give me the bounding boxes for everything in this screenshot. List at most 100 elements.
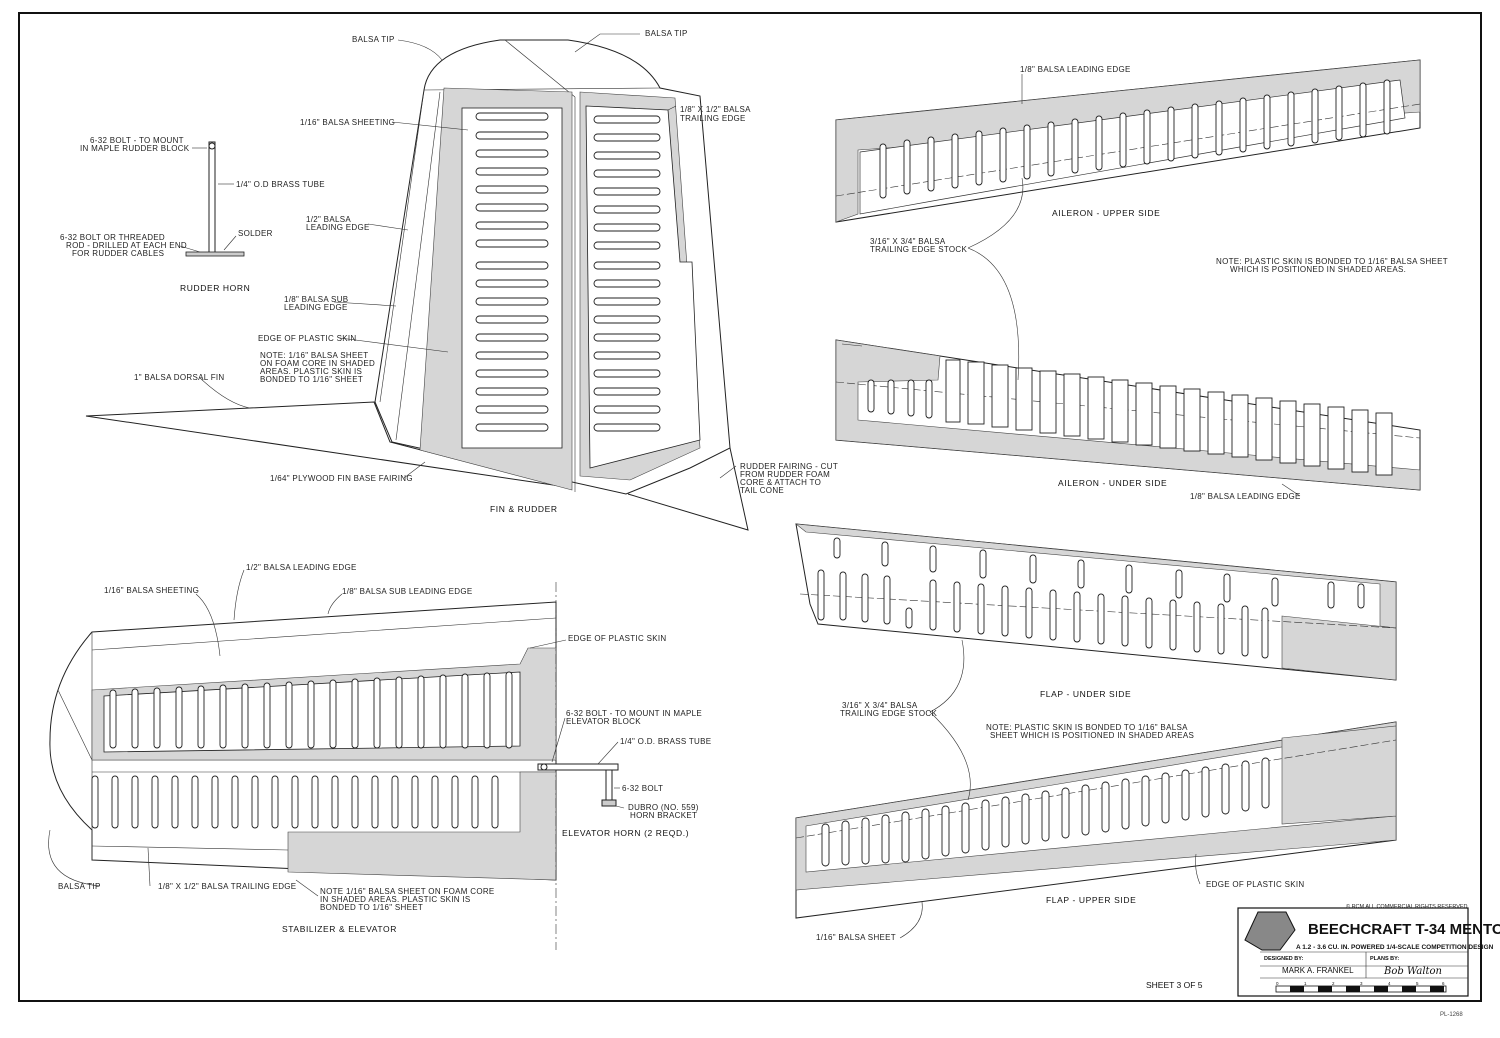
scale-tick-3: 3 [1360,981,1363,986]
label-rud-fair-3: CORE & ATTACH TO [740,478,821,487]
title-aileron-upper: AILERON - UPPER SIDE [1052,208,1160,218]
label-rod-2: ROD - DRILLED AT EACH END [66,241,187,250]
fin-rudder-drawing [85,33,749,531]
labels: BALSA TIP BALSA TIP 1/16" BALSA SHEETING… [58,29,1448,942]
label-dubro-1: DUBRO (NO. 559) [628,803,699,812]
label-dubro-2: HORN BRACKET [630,811,697,820]
plan-name: BEECHCRAFT T-34 MENTOR [1308,921,1500,938]
label-stab-sheet: 1/16" BALSA SHEETING [104,586,199,595]
aileron-upper-drawing [835,59,1421,223]
fin-lightening-holes [475,112,549,432]
label-note-stab-1: NOTE 1/16" BALSA SHEET ON FOAM CORE [320,887,495,896]
title-block-text: © RCM ALL COMMERCIAL RIGHTS RESERVED BEE… [1146,903,1500,1018]
label-note-fin-3: AREAS. PLASTIC SKIN IS [260,367,362,376]
sheet-border [18,12,1482,1002]
dorsal-fin-outline [85,401,561,487]
label-rud-fair-1: RUDDER FAIRING - CUT [740,462,838,471]
label-ail-le-bottom: 1/8" BALSA LEADING EDGE [1190,492,1301,501]
rights-notice: © RCM ALL COMMERCIAL RIGHTS RESERVED [1346,903,1468,910]
label-elev-6-32-bolt: 6-32 BOLT [622,784,663,793]
stabilizer-elevator-drawing [48,569,567,950]
label-rud-fair-2: FROM RUDDER FOAM [740,470,830,479]
sheet-number: SHEET 3 OF 5 [1146,980,1203,990]
aileron-under-drawing [835,177,1421,497]
scale-tick-2: 2 [1332,981,1335,986]
designed-by-label: DESIGNED BY: [1264,956,1303,962]
label-balsa-tip-left: BALSA TIP [352,35,395,44]
label-note-flap-2: SHEET WHICH IS POSITIONED IN SHADED AREA… [990,731,1194,740]
aileron-upper-holes [879,79,1391,199]
flap-upper-holes [821,757,1270,867]
title-fin-rudder: FIN & RUDDER [490,504,558,514]
label-flap-te-1: 3/16" X 3/4" BALSA [842,701,918,710]
flap-upper-drawing [795,639,1397,939]
rudder-fairing-outline [627,447,749,531]
label-flap-te-2: TRAILING EDGE STOCK [840,709,937,718]
label-sheeting: 1/16" BALSA SHEETING [300,118,395,127]
label-rod-3: FOR RUDDER CABLES [72,249,164,258]
label-stab-le: 1/2" BALSA LEADING EDGE [246,563,357,572]
label-solder: SOLDER [238,229,273,238]
label-flap-sheet: 1/16" BALSA SHEET [816,933,896,942]
label-stab-te: 1/8" X 1/2" BALSA TRAILING EDGE [158,882,296,891]
label-note-flap-1: NOTE: PLASTIC SKIN IS BONDED TO 1/16" BA… [986,723,1188,732]
label-ply-fairing: 1/64" PLYWOOD FIN BASE FAIRING [270,474,413,483]
label-bolt-mount-1: 6-32 BOLT - TO MOUNT [90,136,184,145]
label-sub-le-2: LEADING EDGE [284,303,348,312]
label-elev-tube: 1/4" O.D. BRASS TUBE [620,737,711,746]
label-rud-fair-4: TAIL CONE [740,486,784,495]
label-leading-edge-1: 1/2" BALSA [306,215,351,224]
label-note-ail-1: NOTE: PLASTIC SKIN IS BONDED TO 1/16" BA… [1216,257,1448,266]
elevator-holes [91,775,499,829]
elevator-horn-drawing [537,717,625,809]
label-dorsal: 1" BALSA DORSAL FIN [134,373,225,382]
label-balsa-tip-right: BALSA TIP [645,29,688,38]
label-note-fin-1: NOTE: 1/16" BALSA SHEET [260,351,368,360]
scale-tick-1: 1 [1304,981,1307,986]
plans-by-signature: Bob Walton [1383,966,1442,977]
title-block [1237,907,1469,997]
label-note-stab-3: BONDED TO 1/16" SHEET [320,903,423,912]
label-brass-tube: 1/4" O.D BRASS TUBE [236,180,325,189]
label-elev-bolt-1: 6-32 BOLT - TO MOUNT IN MAPLE [566,709,702,718]
scale-tick-0: 0 [1276,981,1279,986]
logo-crest-icon [1244,911,1296,951]
plan-code: PL-1268 [1440,1012,1463,1018]
aileron-under-holes [867,359,1393,476]
rudder-lightening-holes [593,115,661,432]
title-flap-upper: FLAP - UPPER SIDE [1046,895,1136,905]
plans-by-label: PLANS BY: [1370,956,1399,962]
flap-under-holes [817,537,1365,659]
designer-name: MARK A. FRANKEL [1282,966,1354,975]
scale-tick-4: 4 [1388,981,1391,986]
label-elev-bolt-2: ELEVATOR BLOCK [566,717,641,726]
stab-holes [109,671,513,749]
label-rod-1: 6-32 BOLT OR THREADED [60,233,165,242]
label-ail-le-top: 1/8" BALSA LEADING EDGE [1020,65,1131,74]
scale-tick-5: 5 [1416,981,1419,986]
label-stab-sub-le: 1/8" BALSA SUB LEADING EDGE [342,587,473,596]
scale-bar [1275,985,1447,993]
scale-tick-6: 6 [1442,981,1445,986]
plan-subtitle: A 1.2 - 3.6 CU. IN. POWERED 1/4-SCALE CO… [1296,944,1494,951]
title-aileron-under: AILERON - UNDER SIDE [1058,478,1167,488]
label-flap-edge-plastic: EDGE OF PLASTIC SKIN [1206,880,1304,889]
label-stab-tip: BALSA TIP [58,882,101,891]
label-edge-plastic: EDGE OF PLASTIC SKIN [258,334,356,343]
title-rudder-horn: RUDDER HORN [180,283,250,293]
label-trailing-edge-1: 1/8" X 1/2" BALSA [680,105,751,114]
label-bolt-mount-2: IN MAPLE RUDDER BLOCK [80,144,190,153]
title-elevator-horn: ELEVATOR HORN (2 REQD.) [562,828,689,838]
label-leading-edge-2: LEADING EDGE [306,223,370,232]
label-note-ail-2: WHICH IS POSITIONED IN SHADED AREAS. [1230,265,1406,274]
label-ail-te-2: TRAILING EDGE STOCK [870,245,967,254]
fin-outline [374,39,731,495]
label-stab-edge-plastic: EDGE OF PLASTIC SKIN [568,634,666,643]
label-note-fin-2: ON FOAM CORE IN SHADED [260,359,375,368]
label-note-fin-4: BONDED TO 1/16" SHEET [260,375,363,384]
rudder-horn-drawing [179,141,245,257]
flap-under-drawing [795,523,1397,681]
label-ail-te-1: 3/16" X 3/4" BALSA [870,237,946,246]
title-stab-elevator: STABILIZER & ELEVATOR [282,924,397,934]
